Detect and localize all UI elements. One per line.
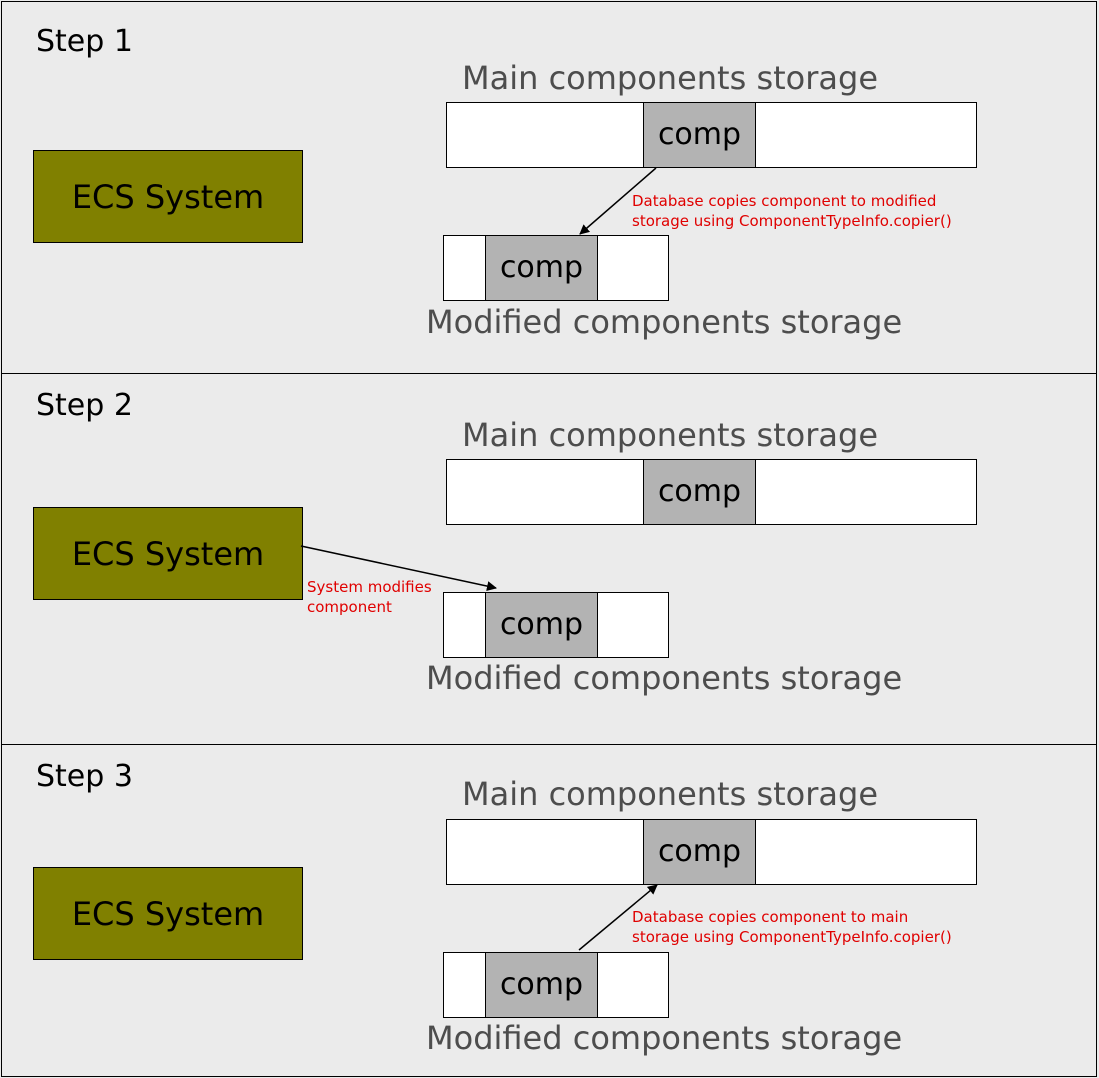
ecs-system-box: ECS System — [33, 867, 303, 960]
modified-storage: comp — [443, 234, 669, 301]
main-storage-label: Main components storage — [462, 416, 878, 454]
modified-storage-comp: comp — [485, 591, 598, 658]
modify-note-line-1: System modifies — [307, 578, 432, 596]
modified-storage-comp: comp — [485, 951, 598, 1018]
modify-note-line-2: component — [307, 598, 392, 616]
step-3-title: Step 3 — [36, 759, 133, 794]
main-storage-label: Main components storage — [462, 775, 878, 813]
copy-note-line-2: storage using ComponentTypeInfo.copier() — [632, 212, 952, 230]
step-2-title: Step 2 — [36, 388, 133, 423]
main-storage-comp: comp — [643, 818, 756, 885]
step-3-panel: Step 3 ECS System Main components storag… — [1, 744, 1097, 1077]
main-storage-label: Main components storage — [462, 59, 878, 97]
main-storage: comp — [446, 458, 977, 525]
copy-note-line-1: Database copies component to modified — [632, 192, 937, 210]
modified-storage-label: Modified components storage — [426, 1019, 903, 1057]
copy-note: Database copies component to modified st… — [632, 191, 952, 231]
modified-storage: comp — [443, 591, 669, 658]
ecs-system-box: ECS System — [33, 150, 303, 243]
copy-back-note-line-2: storage using ComponentTypeInfo.copier() — [632, 928, 952, 946]
main-storage: comp — [446, 818, 977, 885]
modified-storage: comp — [443, 951, 669, 1018]
main-storage: comp — [446, 101, 977, 168]
copy-back-note-line-1: Database copies component to main — [632, 908, 909, 926]
modified-storage-label: Modified components storage — [426, 303, 903, 341]
main-storage-comp: comp — [643, 101, 756, 168]
modify-note: System modifies component — [307, 577, 432, 617]
step-1-panel: Step 1 ECS System Main components storag… — [1, 1, 1097, 375]
main-storage-comp: comp — [643, 458, 756, 525]
copy-back-note: Database copies component to main storag… — [632, 907, 952, 947]
step-1-title: Step 1 — [36, 24, 133, 59]
modified-storage-label: Modified components storage — [426, 659, 903, 697]
ecs-system-box: ECS System — [33, 507, 303, 600]
modified-storage-comp: comp — [485, 234, 598, 301]
step-2-panel: Step 2 ECS System Main components storag… — [1, 373, 1097, 746]
